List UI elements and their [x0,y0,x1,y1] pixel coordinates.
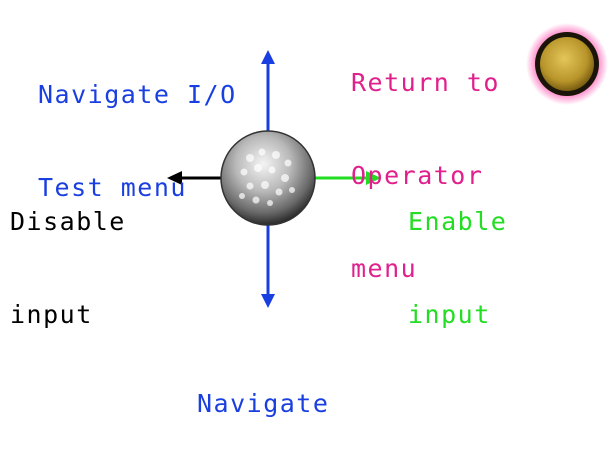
round-button-icon[interactable] [526,23,608,105]
arrow-down [261,225,275,308]
enable-input-label: Enable input [408,144,507,361]
arrow-up [261,50,275,140]
label-line: input [10,300,93,329]
label-line: Enable [408,207,508,236]
disable-input-label: Disable input [10,144,126,361]
joystick-diagram [167,23,608,308]
navigate-io-test-label: Navigate I/O Test menu [38,17,237,234]
label-line: Test menu [38,173,187,202]
label-line: Return to [351,68,500,97]
joystick-ball-icon[interactable] [220,130,316,226]
label-line: Operator [351,161,484,190]
return-operator-label: Return to Operator menu [351,5,500,315]
arrow-right [310,171,381,185]
label-line: Navigate I/O [38,80,237,109]
label-line: menu [351,254,418,283]
arrow-left [167,171,228,185]
label-line: input [408,300,491,329]
label-line: Navigate [197,389,330,418]
navigate-label: Navigate [197,326,329,450]
label-line: Disable [10,207,126,236]
